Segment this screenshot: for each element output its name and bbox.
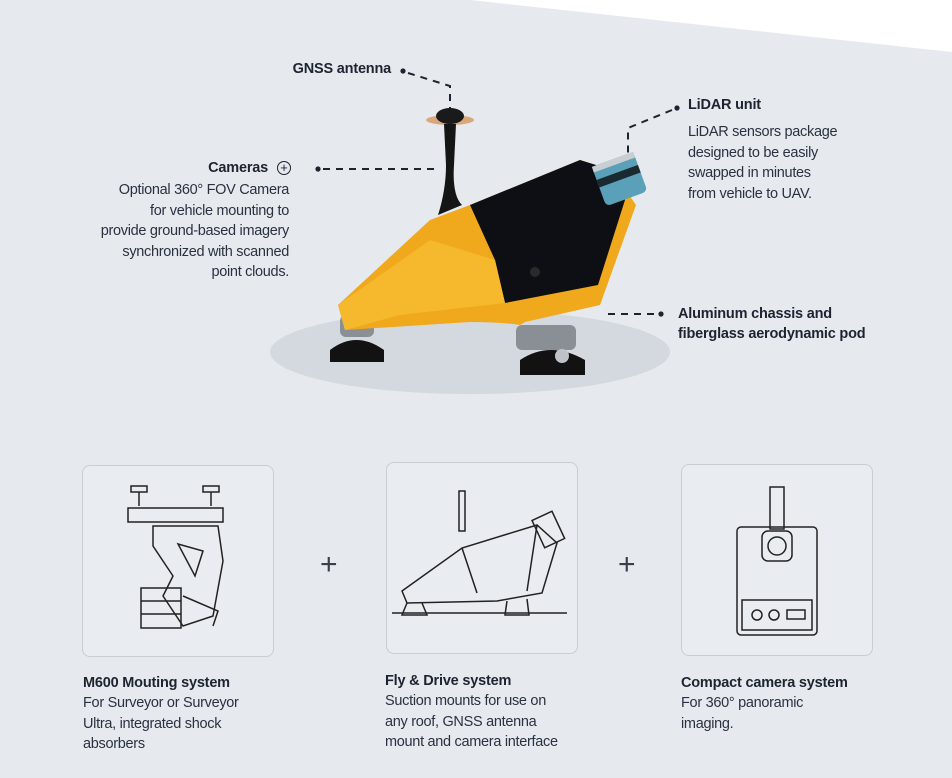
system-title: M600 Mouting system — [83, 675, 230, 691]
system-card-fly-drive: Fly & Drive system Suction mounts for us… — [385, 673, 558, 753]
text-line: imaging. — [681, 715, 734, 732]
text-line: absorbers — [83, 736, 145, 752]
plus-separator: + — [320, 548, 338, 581]
text-line: Aluminum chassis and — [678, 306, 832, 322]
compact-camera-drawing — [736, 486, 818, 636]
system-card-m600: M600 Mouting system For Surveyor or Surv… — [83, 675, 239, 755]
m600-mounting-system-image — [82, 465, 274, 657]
system-title: Compact camera system — [681, 675, 848, 691]
text-line: from vehicle to UAV. — [688, 185, 812, 202]
m600-mount-drawing — [127, 485, 224, 629]
plus-separator: + — [618, 548, 636, 581]
text-line: point clouds. — [211, 264, 289, 280]
fly-drive-pod-drawing — [392, 490, 567, 616]
text-line: synchronized with scanned — [122, 243, 289, 260]
text-line: swapped in minutes — [688, 165, 811, 181]
text-line: For Surveyor or Surveyor — [83, 695, 239, 711]
compact-camera-system-image — [681, 464, 873, 656]
text-line: mount and camera interface — [385, 734, 558, 750]
lidar-description: LiDAR sensors package designed to be eas… — [688, 122, 838, 204]
system-title: Fly & Drive system — [385, 673, 512, 689]
plus-circle-icon[interactable]: + — [277, 161, 291, 175]
text-line: fiberglass aerodynamic pod — [678, 326, 866, 342]
chassis-label: Aluminum chassis and fiberglass aerodyna… — [678, 304, 866, 344]
text-line: provide ground-based imagery — [100, 223, 290, 239]
text-line: Suction mounts for use on — [385, 693, 546, 709]
text-line: LiDAR sensors package — [688, 124, 838, 140]
text-line: for vehicle mounting to — [150, 202, 289, 219]
text-line: designed to be easily — [688, 144, 818, 161]
cameras-label: Cameras — [208, 160, 268, 176]
cameras-description: Optional 360° FOV Camera for vehicle mou… — [100, 180, 290, 283]
text-line: Optional 360° FOV Camera — [118, 182, 290, 198]
gnss-antenna-label: GNSS antenna — [292, 61, 392, 77]
text-line: any roof, GNSS antenna — [385, 713, 537, 730]
text-line: Ultra, integrated shock — [83, 715, 222, 732]
lidar-unit-label: LiDAR unit — [688, 97, 761, 113]
text-line: For 360° panoramic — [681, 695, 804, 711]
fly-drive-system-image — [386, 462, 578, 654]
system-card-compact-camera: Compact camera system For 360° panoramic… — [681, 675, 848, 734]
